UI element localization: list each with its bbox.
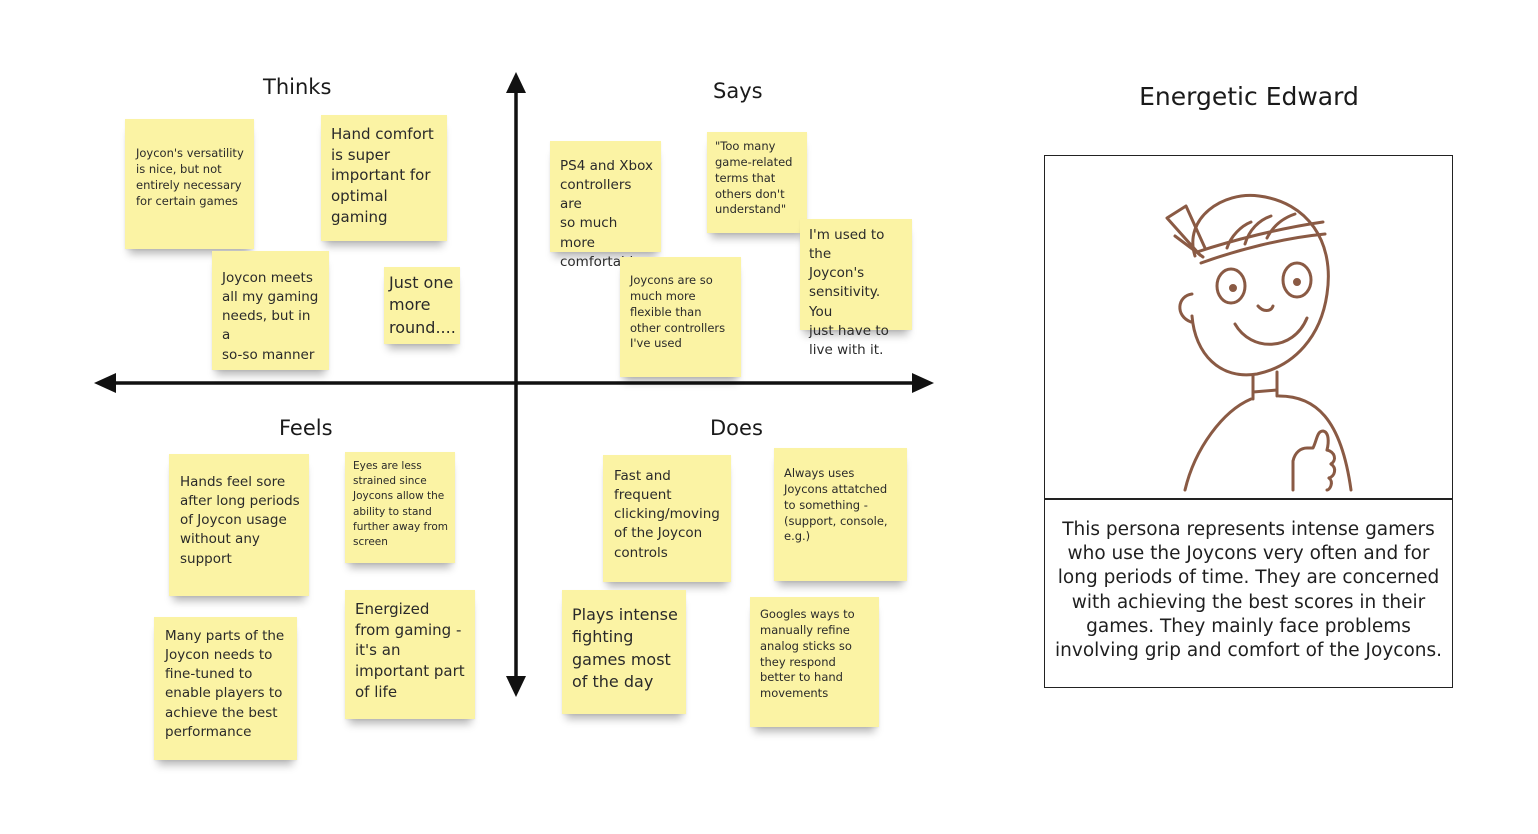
sticky-note[interactable]: Eyes are less strained since Joycons all… bbox=[345, 452, 455, 563]
persona-description: This persona represents intense gamers w… bbox=[1055, 519, 1443, 662]
sticky-note[interactable]: Hands feel sore after long periods of Jo… bbox=[169, 454, 309, 596]
sticky-note[interactable]: Hand comfort is super important for opti… bbox=[321, 115, 447, 241]
sticky-note[interactable]: Joycon's versatility is nice, but not en… bbox=[125, 119, 254, 249]
sticky-note[interactable]: Energized from gaming - it's an importan… bbox=[345, 590, 475, 719]
sticky-note[interactable]: Joycons are so much more flexible than o… bbox=[620, 257, 741, 377]
sticky-note[interactable]: "Too many game-related terms that others… bbox=[707, 132, 807, 233]
sticky-note[interactable]: PS4 and Xbox controllers are so much mor… bbox=[550, 141, 661, 270]
axis-arrow-right bbox=[912, 373, 934, 393]
persona-portrait bbox=[1045, 156, 1452, 500]
sticky-note[interactable]: I'm used to the Joycon's sensitivity. Yo… bbox=[800, 219, 912, 358]
sticky-note[interactable]: Just one more round.... bbox=[384, 267, 460, 344]
sticky-note[interactable]: Fast and frequent clicking/moving of the… bbox=[603, 455, 731, 582]
feels-title: Feels bbox=[279, 416, 333, 440]
sticky-note[interactable]: Googles ways to manually refine analog s… bbox=[750, 597, 879, 727]
does-title: Does bbox=[710, 416, 763, 440]
axis-arrow-left bbox=[94, 373, 116, 393]
sticky-note[interactable]: Many parts of the Joycon needs to fine-t… bbox=[154, 617, 297, 760]
sticky-note[interactable]: Always uses Joycons attatched to somethi… bbox=[774, 448, 907, 581]
thinks-title: Thinks bbox=[263, 75, 332, 99]
sticky-note[interactable]: Plays intense fighting games most of the… bbox=[562, 590, 686, 714]
axis-arrow-up bbox=[506, 72, 526, 93]
says-title: Says bbox=[713, 79, 763, 103]
axis-arrow-down bbox=[506, 676, 526, 697]
persona-card: This persona represents intense gamers w… bbox=[1044, 155, 1453, 688]
sticky-note[interactable]: Joycon meets all my gaming needs, but in… bbox=[212, 251, 329, 370]
quadrant-axes bbox=[94, 72, 934, 697]
cartoon-boy-thumbs-up-icon bbox=[1165, 193, 1353, 492]
persona-name: Energetic Edward bbox=[1139, 82, 1359, 111]
